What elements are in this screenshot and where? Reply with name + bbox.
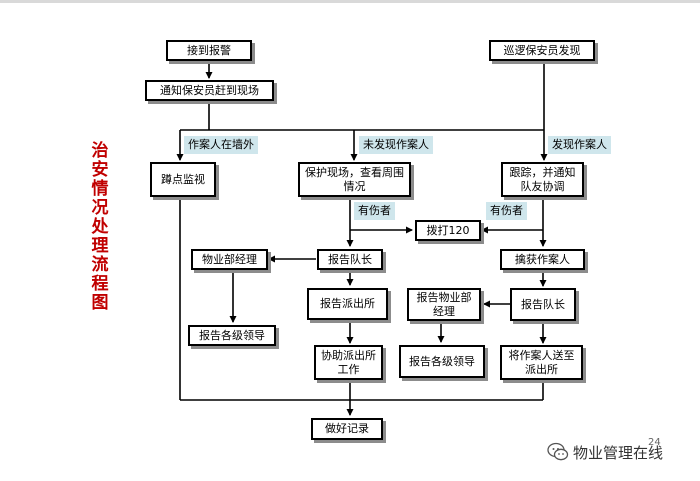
top-divider	[0, 0, 700, 3]
wechat-icon	[547, 442, 569, 461]
label-outside-wall: 作案人在墙外	[184, 136, 258, 154]
node-dial-120: 拨打120	[415, 220, 481, 241]
node-stakeout: 蹲点监视	[150, 162, 216, 197]
node-capture: 擒获作案人	[500, 249, 585, 270]
node-report-leaders-1: 报告各级领导	[188, 325, 276, 346]
node-assist-police: 协助派出所工作	[314, 345, 383, 380]
label-injured-right: 有伤者	[486, 202, 527, 220]
watermark: 物业管理在线	[547, 441, 663, 463]
node-report-pm-manager: 报告物业部经理	[407, 288, 481, 321]
node-report-leaders-2: 报告各级领导	[399, 345, 485, 378]
node-record: 做好记录	[311, 418, 383, 440]
node-report-police: 报告派出所	[307, 288, 388, 320]
node-protect-scene: 保护现场，查看周围情况	[298, 162, 411, 197]
page-title: 治安情况处理流程图	[91, 141, 109, 313]
node-report-captain-1: 报告队长	[317, 249, 383, 270]
node-send-to-police: 将作案人送至派出所	[500, 345, 583, 380]
node-notify-guards: 通知保安员赶到现场	[145, 80, 274, 101]
node-alarm: 接到报警	[166, 40, 252, 61]
label-injured-left: 有伤者	[354, 202, 395, 220]
watermark-text: 物业管理在线	[573, 443, 664, 462]
node-report-captain-2: 报告队长	[510, 288, 576, 321]
page-number: 24	[648, 437, 661, 448]
node-track: 跟踪，并通知队友协调	[501, 162, 584, 197]
label-not-found: 未发现作案人	[359, 136, 433, 154]
node-pm-manager: 物业部经理	[191, 249, 268, 270]
node-patrol-found: 巡逻保安员发现	[489, 40, 595, 61]
label-found: 发现作案人	[548, 136, 611, 154]
